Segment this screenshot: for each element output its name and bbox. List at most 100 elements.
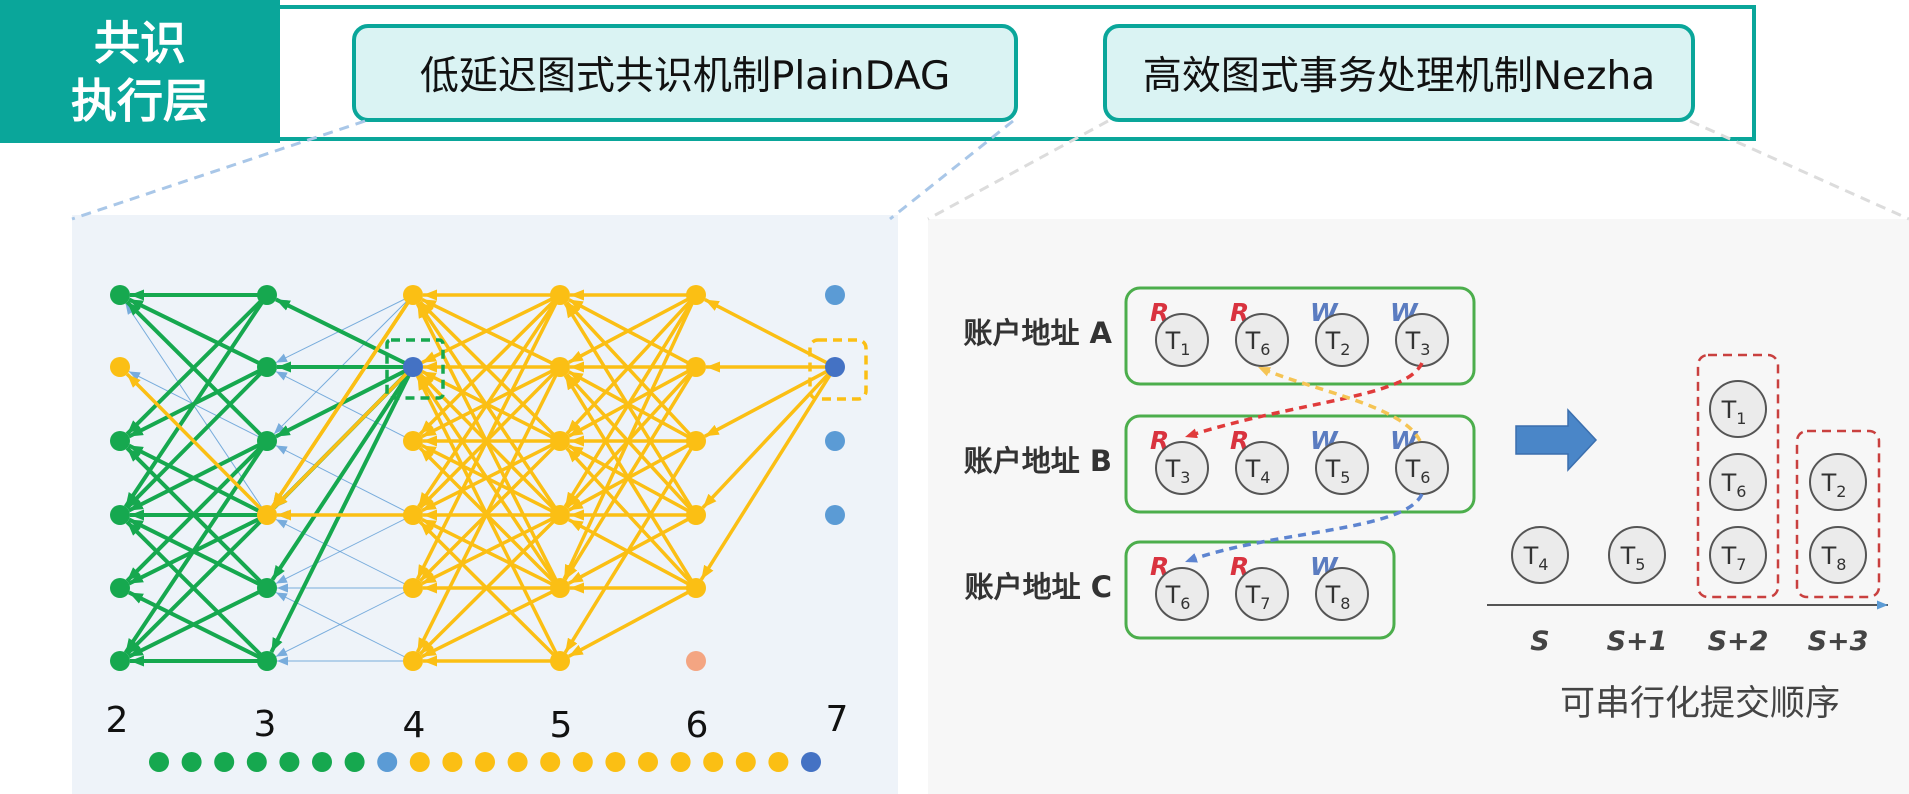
dag-edge [418, 372, 563, 518]
tx-node [1315, 441, 1369, 495]
dag-node [686, 505, 706, 525]
plaindag-box: 低延迟图式共识机制PlainDAG [352, 24, 1018, 122]
dag-edge [699, 364, 838, 581]
dag-edge [418, 364, 563, 510]
dag-edge [567, 364, 699, 438]
dag-edge [421, 512, 563, 586]
account-box [1124, 286, 1476, 386]
round-label: 5 [550, 705, 573, 746]
plaindag-panel [72, 215, 898, 794]
dag-edge [421, 438, 563, 513]
dag-edge [128, 590, 270, 664]
account-label: 账户地址 B [964, 444, 1112, 478]
dag-edge [125, 292, 270, 436]
round-label: 3 [254, 704, 277, 745]
round-label: 7 [826, 699, 849, 740]
dag-edge [128, 371, 270, 443]
dag-edge [128, 585, 270, 659]
connector-line [1689, 119, 1909, 221]
dag-node [825, 431, 845, 451]
transform-arrow [1515, 408, 1598, 472]
dag-node [110, 505, 130, 525]
order-caption: 可串行化提交顺序 [1560, 684, 1840, 724]
tx-node [1155, 313, 1209, 367]
round-label: 2 [106, 700, 129, 741]
sequence-dot [801, 752, 821, 772]
dag-edge [421, 297, 563, 370]
dag-edge [270, 364, 416, 581]
dag-edge [125, 446, 270, 591]
tx-node [1155, 441, 1209, 495]
dag-edge [275, 293, 416, 364]
dag-edge [421, 443, 563, 518]
connector-line [889, 119, 1014, 221]
tx-node [1235, 567, 1289, 621]
dag-node [403, 578, 423, 598]
leader-highlight-box [385, 338, 445, 400]
dag-node [686, 285, 706, 305]
dag-edge [563, 438, 699, 654]
dag-edge [567, 518, 699, 591]
dag-edge [567, 444, 699, 518]
dag-edge [123, 438, 270, 654]
dag-edge [421, 364, 563, 439]
dag-edge [418, 512, 563, 656]
connector-line [71, 119, 366, 221]
connector-line [927, 119, 1109, 221]
dag-edge [128, 443, 270, 518]
dag-edge [275, 445, 416, 517]
dag-edges [123, 289, 838, 667]
tx-node [1709, 380, 1767, 438]
dag-edge [125, 372, 270, 518]
tx-label: T4 [1245, 455, 1271, 487]
tx-node [1608, 526, 1666, 584]
dag-node [550, 505, 570, 525]
dag-node [257, 431, 277, 451]
dag-edge [275, 513, 416, 584]
sequence-dot [638, 752, 658, 772]
dag-edge [275, 297, 416, 370]
dag-edge [421, 292, 563, 365]
dag-node [825, 357, 845, 377]
commit-group-box [1696, 353, 1780, 599]
tx-label: T1 [1721, 396, 1747, 428]
tx-node [1155, 567, 1209, 621]
tx-node [1511, 526, 1569, 584]
dag-node [110, 285, 130, 305]
sequence-dot [475, 752, 495, 772]
dag-edge [563, 302, 699, 518]
dag-node [257, 505, 277, 525]
commit-sequence [149, 752, 821, 772]
slot-label: S+2 [1708, 626, 1769, 657]
tx-node [1809, 453, 1867, 511]
account-box [1124, 414, 1476, 514]
dag-edge [125, 520, 270, 664]
dag-edge [125, 303, 269, 517]
dag-edge [415, 303, 563, 591]
commit-group-box [1795, 429, 1881, 599]
dag-edge [421, 369, 563, 444]
dag-node [403, 431, 423, 451]
dag-node [257, 285, 277, 305]
slot-label: S [1530, 626, 1549, 657]
dag-edge [701, 364, 838, 509]
sequence-dot [312, 752, 332, 772]
dag-edge [417, 374, 563, 591]
account-label: 账户地址 C [965, 570, 1112, 604]
dag-edge [567, 512, 699, 585]
dag-edge [567, 438, 699, 512]
dag-edge [269, 364, 416, 653]
dag-edge [271, 292, 416, 508]
dag-node [403, 651, 423, 671]
dag-node [550, 651, 570, 671]
dag-edge [568, 298, 699, 370]
dag-node [110, 431, 130, 451]
sequence-dot [377, 752, 398, 772]
slot-label: S+1 [1607, 626, 1668, 657]
dag-edge [275, 592, 416, 663]
dag-edge [415, 364, 563, 653]
tx-node [1315, 567, 1369, 621]
round-label: 6 [686, 705, 709, 746]
dependency-arrow [1184, 362, 1424, 439]
